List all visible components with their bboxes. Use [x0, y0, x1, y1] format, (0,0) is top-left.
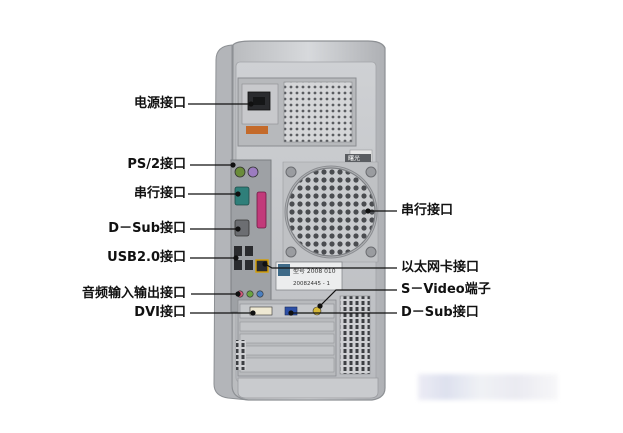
leader-serial-right-dot: [365, 208, 371, 214]
nameplate-serial: 20082445 - 1: [293, 281, 330, 287]
power-supply-unit: [237, 77, 357, 147]
leader-dsub-left-dot: [235, 226, 241, 232]
parallel-port: [256, 191, 267, 229]
nameplate-model: 型号 2008 010: [293, 267, 336, 275]
dsub-port-left: [234, 219, 250, 237]
leader-ps2-dot: [230, 162, 236, 168]
label-ethernet-port: 以太网卡接口: [401, 260, 480, 275]
usb-port-1: [234, 246, 242, 256]
leader-dvi-dot: [250, 310, 256, 316]
label-ps2-port: PS/2接口: [127, 157, 186, 172]
leader-dsub-right-dot: [288, 310, 294, 316]
side-vent-grille: [339, 295, 371, 375]
leader-lines: [188, 101, 397, 316]
leader-audio-dot: [235, 291, 241, 297]
label-serial-port-left: 串行接口: [133, 186, 186, 201]
io-panel: [230, 159, 272, 313]
ps2-keyboard-port: [247, 166, 259, 178]
label-svideo-port: S－Video端子: [401, 282, 491, 297]
label-dvi-port: DVI接口: [134, 305, 186, 320]
brand-badge-text: 曙光: [348, 155, 360, 163]
leader-serial-left-dot: [235, 191, 241, 197]
label-serial-port-right: 串行接口: [401, 203, 454, 218]
audio-jack-out: [246, 290, 254, 298]
label-dsub-port-left: D－Sub接口: [108, 221, 186, 236]
brand-badge: 曙光: [345, 154, 371, 163]
leader-svideo: [319, 289, 397, 307]
nameplate-sticker: 型号 2008 010 20082445 - 1: [275, 261, 343, 291]
label-dsub-port-right: D－Sub接口: [401, 305, 479, 320]
ps2-mouse-port: [234, 166, 246, 178]
leader-svideo-dot: [317, 303, 323, 309]
usb-port-3: [234, 260, 242, 270]
leader-ethernet: [264, 263, 397, 269]
leader-ethernet-dot: [262, 261, 268, 267]
lower-vent: [236, 340, 246, 370]
case-fan-grille: [282, 161, 379, 263]
label-usb-port: USB2.0接口: [107, 250, 186, 265]
label-audio-port: 音频输入输出接口: [81, 286, 186, 301]
audio-jack-in: [256, 290, 264, 298]
usb-port-2: [245, 246, 253, 256]
leader-usb-dot: [233, 255, 239, 261]
dvi-port: [249, 306, 273, 316]
usb-port-4: [245, 260, 253, 270]
blurred-watermark: [418, 374, 558, 400]
label-power-port: 电源接口: [133, 96, 186, 111]
leader-power-dot: [248, 101, 254, 107]
